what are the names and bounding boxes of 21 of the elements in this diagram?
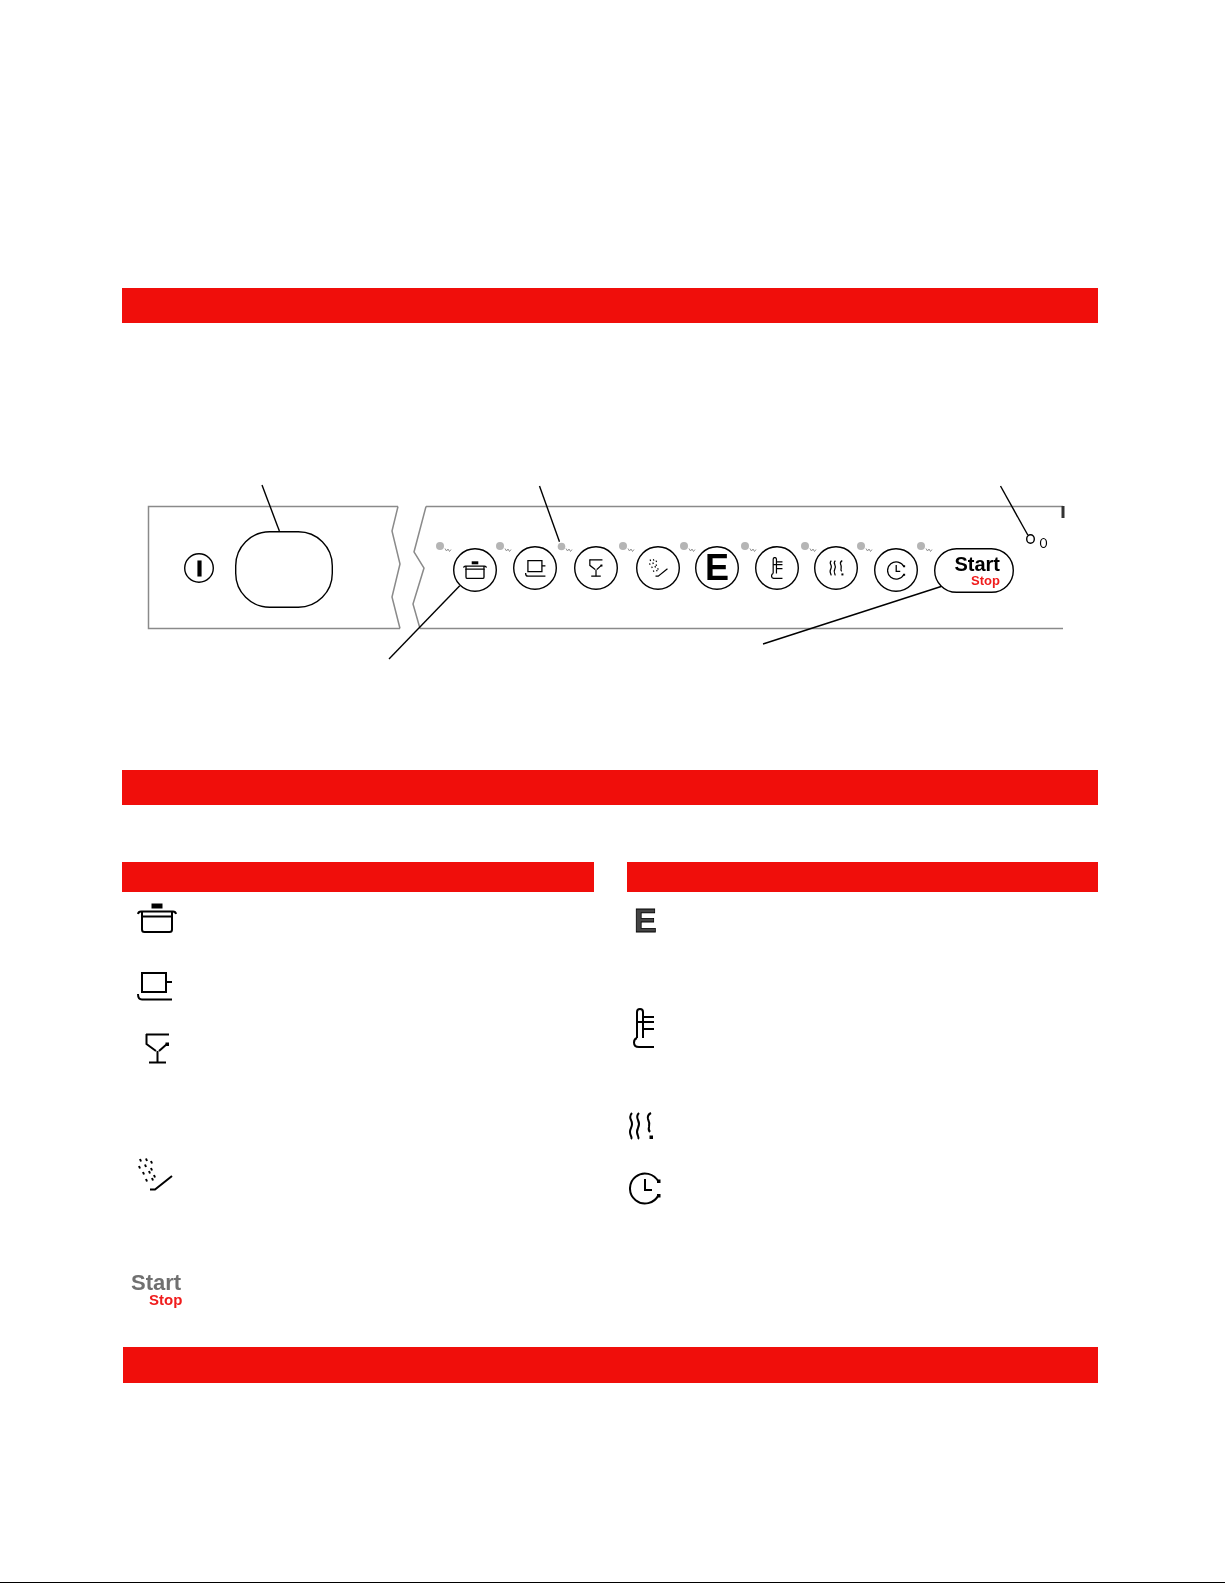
program-button [636, 546, 680, 590]
program-button [755, 546, 799, 590]
program-button [574, 546, 618, 590]
leader-line [762, 585, 942, 645]
program-button [453, 548, 497, 592]
leader-line [538, 485, 561, 543]
symbol-label: Stop [149, 1292, 183, 1307]
symbol-label: Start [131, 1272, 182, 1294]
indicator-light [556, 541, 566, 551]
power-switch [184, 553, 214, 583]
leader-line [999, 485, 1029, 536]
program-button [513, 546, 557, 590]
symbol-label: E [634, 903, 657, 937]
program-button [874, 548, 918, 592]
program-button [814, 546, 858, 590]
leader-line [388, 585, 461, 660]
indicator-light [1026, 534, 1035, 544]
start-stop-button: Start Stop [934, 548, 1014, 593]
selector-knob [235, 531, 333, 608]
leader-line [261, 484, 281, 532]
program-button: E [695, 546, 739, 590]
